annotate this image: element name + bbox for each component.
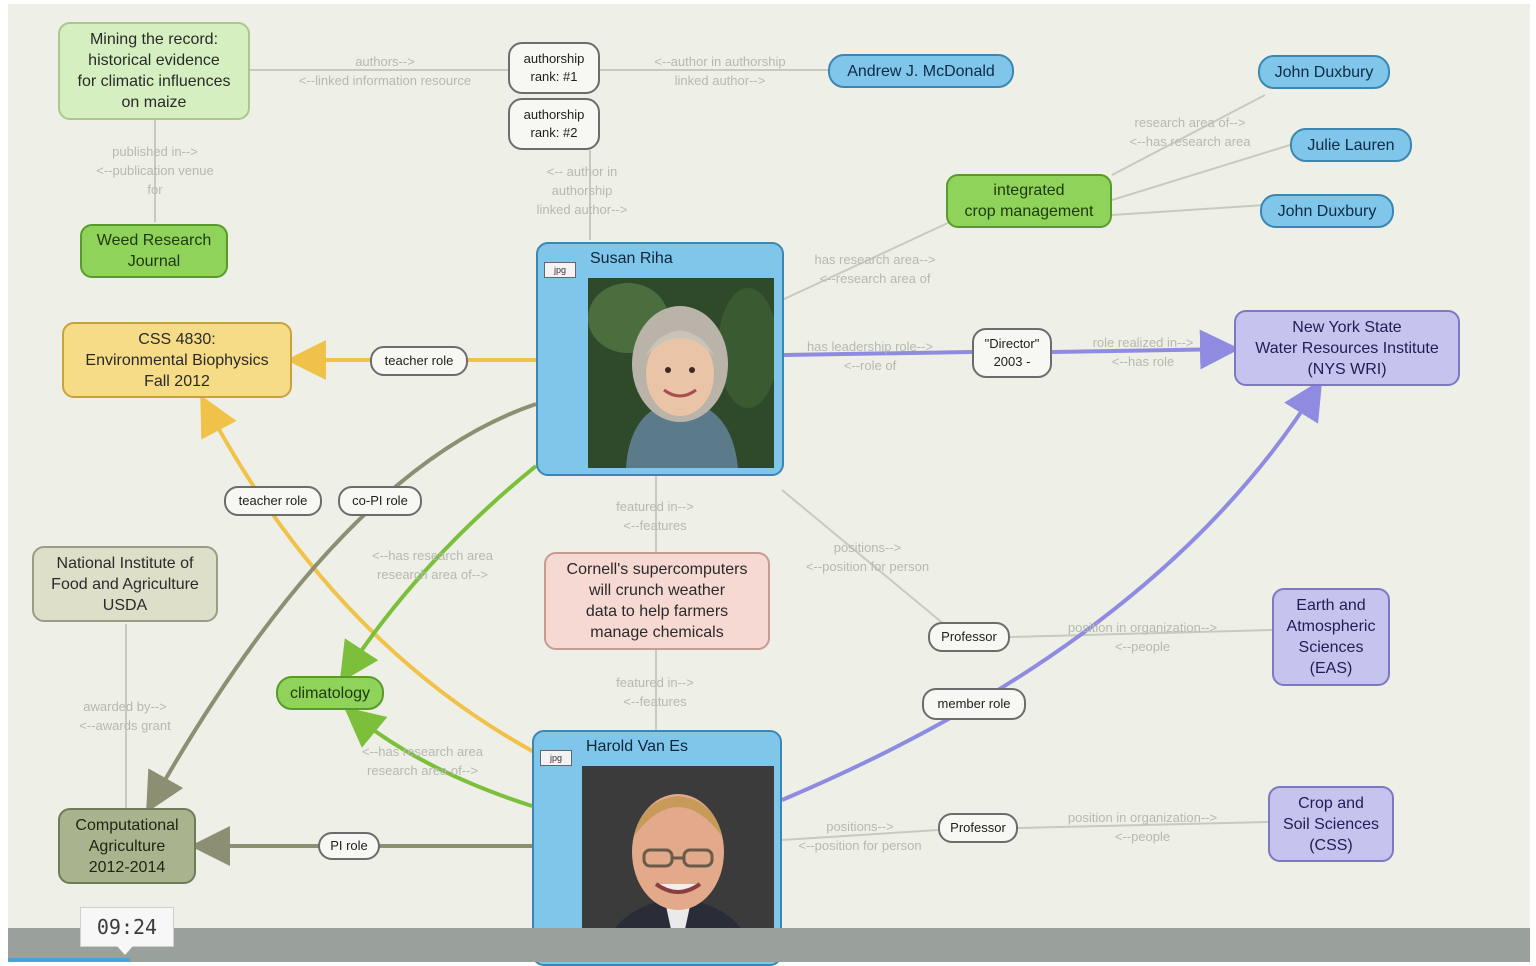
node-computational-agriculture[interactable]: Computational Agriculture 2012-2014 [58, 808, 196, 884]
pill-teacher-role[interactable]: teacher role [370, 346, 468, 376]
node-course[interactable]: CSS 4830: Environmental Biophysics Fall … [62, 322, 292, 398]
edge-label-authors: authors--> <--linked information resourc… [298, 54, 472, 88]
edge-label-featured-in: featured in--> <--features [616, 499, 694, 533]
node-integrated-crop-management[interactable]: integrated crop management [946, 174, 1112, 228]
pill-authorship-rank-1[interactable]: authorship rank: #1 [508, 42, 600, 94]
pill-authorship-rank-2[interactable]: authorship rank: #2 [508, 98, 600, 150]
timestamp-tooltip: 09:24 [80, 907, 174, 955]
node-paper[interactable]: Mining the record: historical evidence f… [58, 22, 250, 120]
pill-teacher-role-2[interactable]: teacher role [224, 486, 322, 516]
person-photo [588, 278, 774, 468]
edge-label-leadership-role: has leadership role--> <--role of [806, 339, 934, 373]
pill-professor-2[interactable]: Professor [938, 813, 1018, 843]
node-nifa[interactable]: National Institute of Food and Agricultu… [32, 546, 218, 622]
node-eas[interactable]: Earth and Atmospheric Sciences (EAS) [1272, 588, 1390, 686]
pill-professor[interactable]: Professor [928, 622, 1010, 652]
edge-label-published-in: published in--> <--publication venue for [96, 144, 214, 197]
node-climatology[interactable]: climatology [276, 676, 384, 710]
node-julie-lauren[interactable]: Julie Lauren [1290, 128, 1412, 162]
node-nys-wri[interactable]: New York State Water Resources Institute… [1234, 310, 1460, 386]
edge-label-author-in-2: <-- author in authorship linked author--… [536, 164, 628, 217]
edge-label-has-research-area-2: <--has research area research area of--> [371, 548, 494, 582]
edge-label-research-area-of: research area of--> <--has research area [1129, 115, 1251, 149]
edge-label-role-realized: role realized in--> <--has role [1092, 335, 1194, 369]
node-css[interactable]: Crop and Soil Sciences (CSS) [1268, 786, 1394, 862]
video-progress-fill [8, 958, 130, 962]
pill-co-pi-role[interactable]: co-PI role [338, 486, 422, 516]
person-card-susan-riha[interactable]: jpg Susan Riha [536, 242, 784, 476]
pill-pi-role[interactable]: PI role [318, 832, 380, 860]
edge-label-positions-2: positions--> <--position for person [798, 819, 922, 853]
node-john-duxbury[interactable]: John Duxbury [1258, 55, 1390, 89]
edge-label-author-in: <--author in authorship linked author--> [654, 54, 786, 88]
pill-director[interactable]: "Director" 2003 - [972, 328, 1052, 378]
edge-label-has-research-area-3: <--has research area research area of--> [361, 744, 484, 778]
edge-label-has-research-area: has research area--> <--research area of [814, 252, 936, 286]
edge-label-positions: positions--> <--position for person [805, 540, 930, 574]
jpg-tag: jpg [540, 750, 572, 766]
jpg-tag: jpg [544, 262, 576, 278]
edge-label-featured-in-2: featured in--> <--features [616, 675, 694, 709]
node-john-duxbury-2[interactable]: John Duxbury [1260, 194, 1394, 228]
pill-member-role[interactable]: member role [922, 688, 1026, 720]
person-name: Susan Riha [590, 250, 673, 267]
node-journal[interactable]: Weed Research Journal [80, 224, 228, 278]
video-progress-bar[interactable] [8, 928, 1530, 962]
edge-label-position-in-org-2: position in organization--> <--people [1067, 810, 1218, 844]
node-news-article[interactable]: Cornell's supercomputers will crunch wea… [544, 552, 770, 650]
node-andrew-mcdonald[interactable]: Andrew J. McDonald [828, 54, 1014, 88]
person-name: Harold Van Es [586, 738, 688, 755]
edge-label-awarded-by: awarded by--> <--awards grant [79, 699, 171, 733]
edge-label-position-in-org: position in organization--> <--people [1067, 620, 1218, 654]
